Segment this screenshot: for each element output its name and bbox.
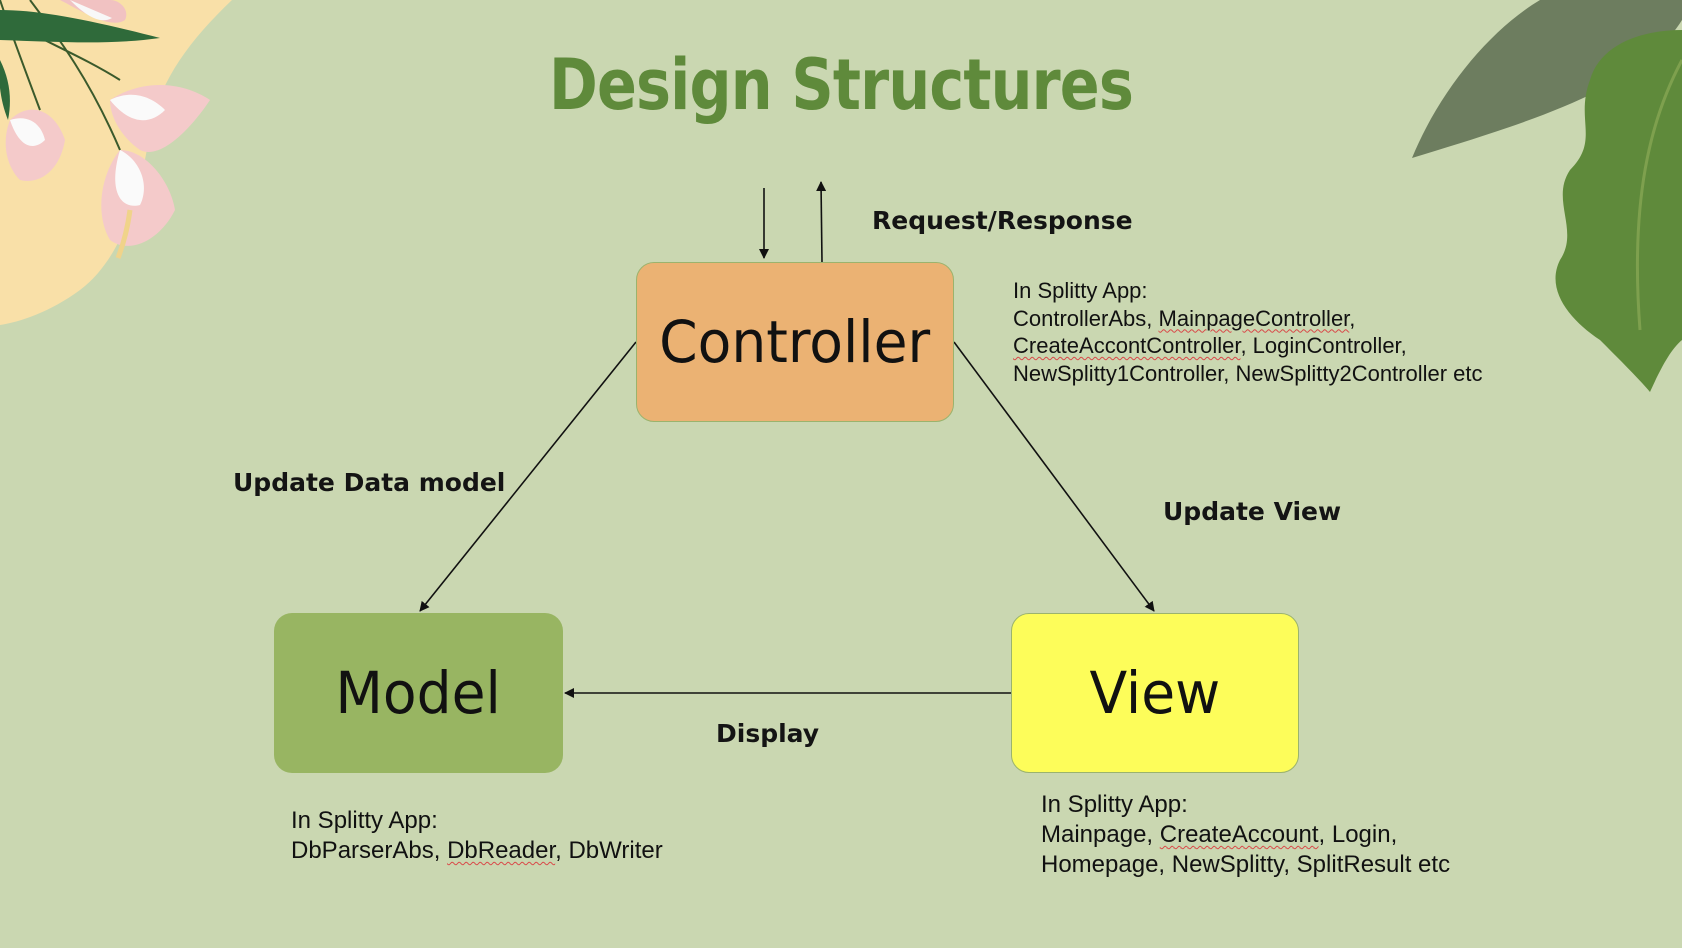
bottom-strip xyxy=(0,948,1682,952)
controller-node: Controller xyxy=(636,262,954,422)
flower-4 xyxy=(101,150,175,259)
leaf-decoration xyxy=(1412,0,1682,392)
controller-note: In Splitty App: ControllerAbs, MainpageC… xyxy=(1013,277,1483,387)
controller-note-line-3: NewSplitty1Controller, NewSplitty2Contro… xyxy=(1013,360,1483,386)
view-note-line-2: Homepage, NewSplitty, SplitResult etc xyxy=(1041,851,1451,878)
controller-note-heading: In Splitty App: xyxy=(1013,278,1148,303)
controller-note-line-1: ControllerAbs, MainpageController, xyxy=(1013,305,1356,331)
flower-decoration xyxy=(0,0,232,325)
view-note-line-1: Mainpage, CreateAccount, Login, xyxy=(1041,821,1398,848)
controller-label: Controller xyxy=(659,308,931,376)
model-note: In Splitty App: DbParserAbs, DbReader, D… xyxy=(291,806,663,866)
controller-note-line-2: CreateAccontController, LoginController, xyxy=(1013,333,1407,358)
flower-2 xyxy=(110,85,210,152)
update-view-label: Update View xyxy=(1163,497,1342,526)
view-note: In Splitty App: Mainpage, CreateAccount,… xyxy=(1041,790,1450,880)
model-label: Model xyxy=(335,659,502,727)
view-label: View xyxy=(1089,659,1221,727)
model-note-heading: In Splitty App: xyxy=(291,807,438,834)
flower-1 xyxy=(60,0,127,23)
response-arrow xyxy=(816,181,827,263)
flower-3 xyxy=(5,109,65,181)
request-response-label: Request/Response xyxy=(872,206,1133,235)
view-note-heading: In Splitty App: xyxy=(1041,791,1188,818)
model-note-line-1: DbParserAbs, DbReader, DbWriter xyxy=(291,837,663,864)
view-node: View xyxy=(1011,613,1299,773)
model-node: Model xyxy=(274,613,563,773)
display-label: Display xyxy=(716,719,820,748)
update-data-model-arrow xyxy=(419,341,637,612)
page-title: Design Structures xyxy=(548,44,1134,126)
update-data-model-label: Update Data model xyxy=(233,468,506,497)
update-view-arrow xyxy=(953,341,1155,612)
